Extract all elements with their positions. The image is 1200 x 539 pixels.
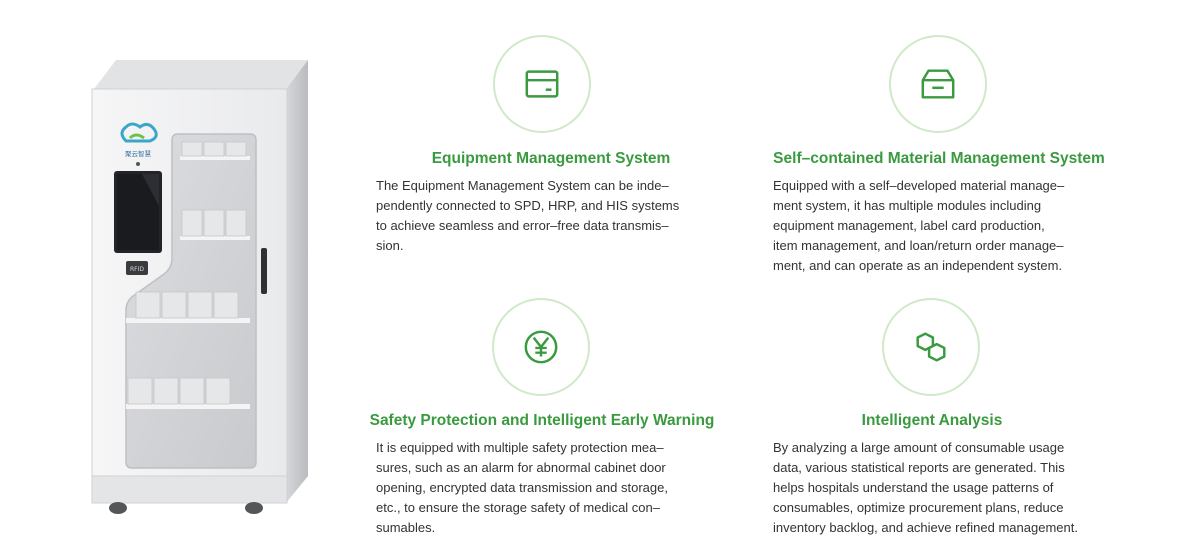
reader-label: RFID	[130, 266, 144, 273]
feature-title: Self–contained Material Management Syste…	[773, 150, 1105, 167]
feature-description: Equipped with a self–developed material …	[773, 178, 1065, 273]
feature-title: Equipment Management System	[431, 150, 671, 167]
cabinet-illustration: 聚云智慧 RFID	[86, 56, 326, 521]
feature-description: It is equipped with multiple safety prot…	[376, 440, 668, 535]
feature-icon-ring	[492, 298, 590, 396]
feature-icon-ring	[889, 35, 987, 133]
brand-text: 聚云智慧	[125, 149, 152, 158]
brand-logo-icon	[120, 122, 158, 143]
feature-title: Safety Protection and Intelligent Early …	[369, 412, 715, 429]
box-icon	[921, 69, 955, 99]
feature-icon-ring	[493, 35, 591, 133]
card-icon	[525, 70, 559, 98]
feature-title: Intelligent Analysis	[861, 412, 1003, 429]
feature-description: The Equipment Management System can be i…	[376, 178, 680, 253]
yen-icon	[524, 330, 558, 364]
feature-icon-ring	[882, 298, 980, 396]
feature-description: By analyzing a large amount of consumabl…	[773, 440, 1078, 535]
linked-hexagons-icon	[916, 332, 946, 362]
